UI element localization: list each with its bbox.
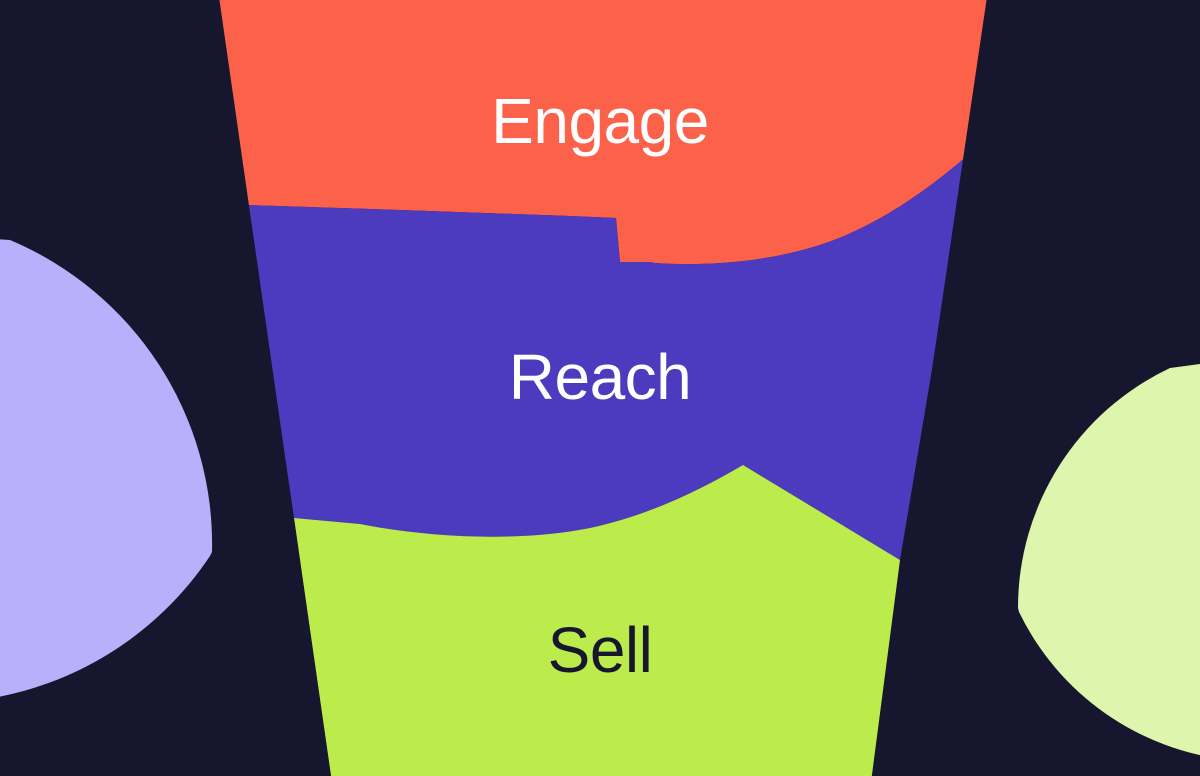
band-shape-reach[interactable]: [247, 155, 968, 560]
band-label-sell: Sell: [548, 614, 653, 686]
right-sector-shape: [1017, 364, 1200, 756]
band-shape-engage[interactable]: [218, 0, 988, 265]
funnel-bands-group: [218, 0, 988, 776]
band-shape-sell[interactable]: [294, 465, 900, 776]
left-sector-shape: [0, 239, 213, 697]
band-label-reach: Reach: [509, 341, 692, 413]
band-label-engage: Engage: [491, 85, 709, 157]
